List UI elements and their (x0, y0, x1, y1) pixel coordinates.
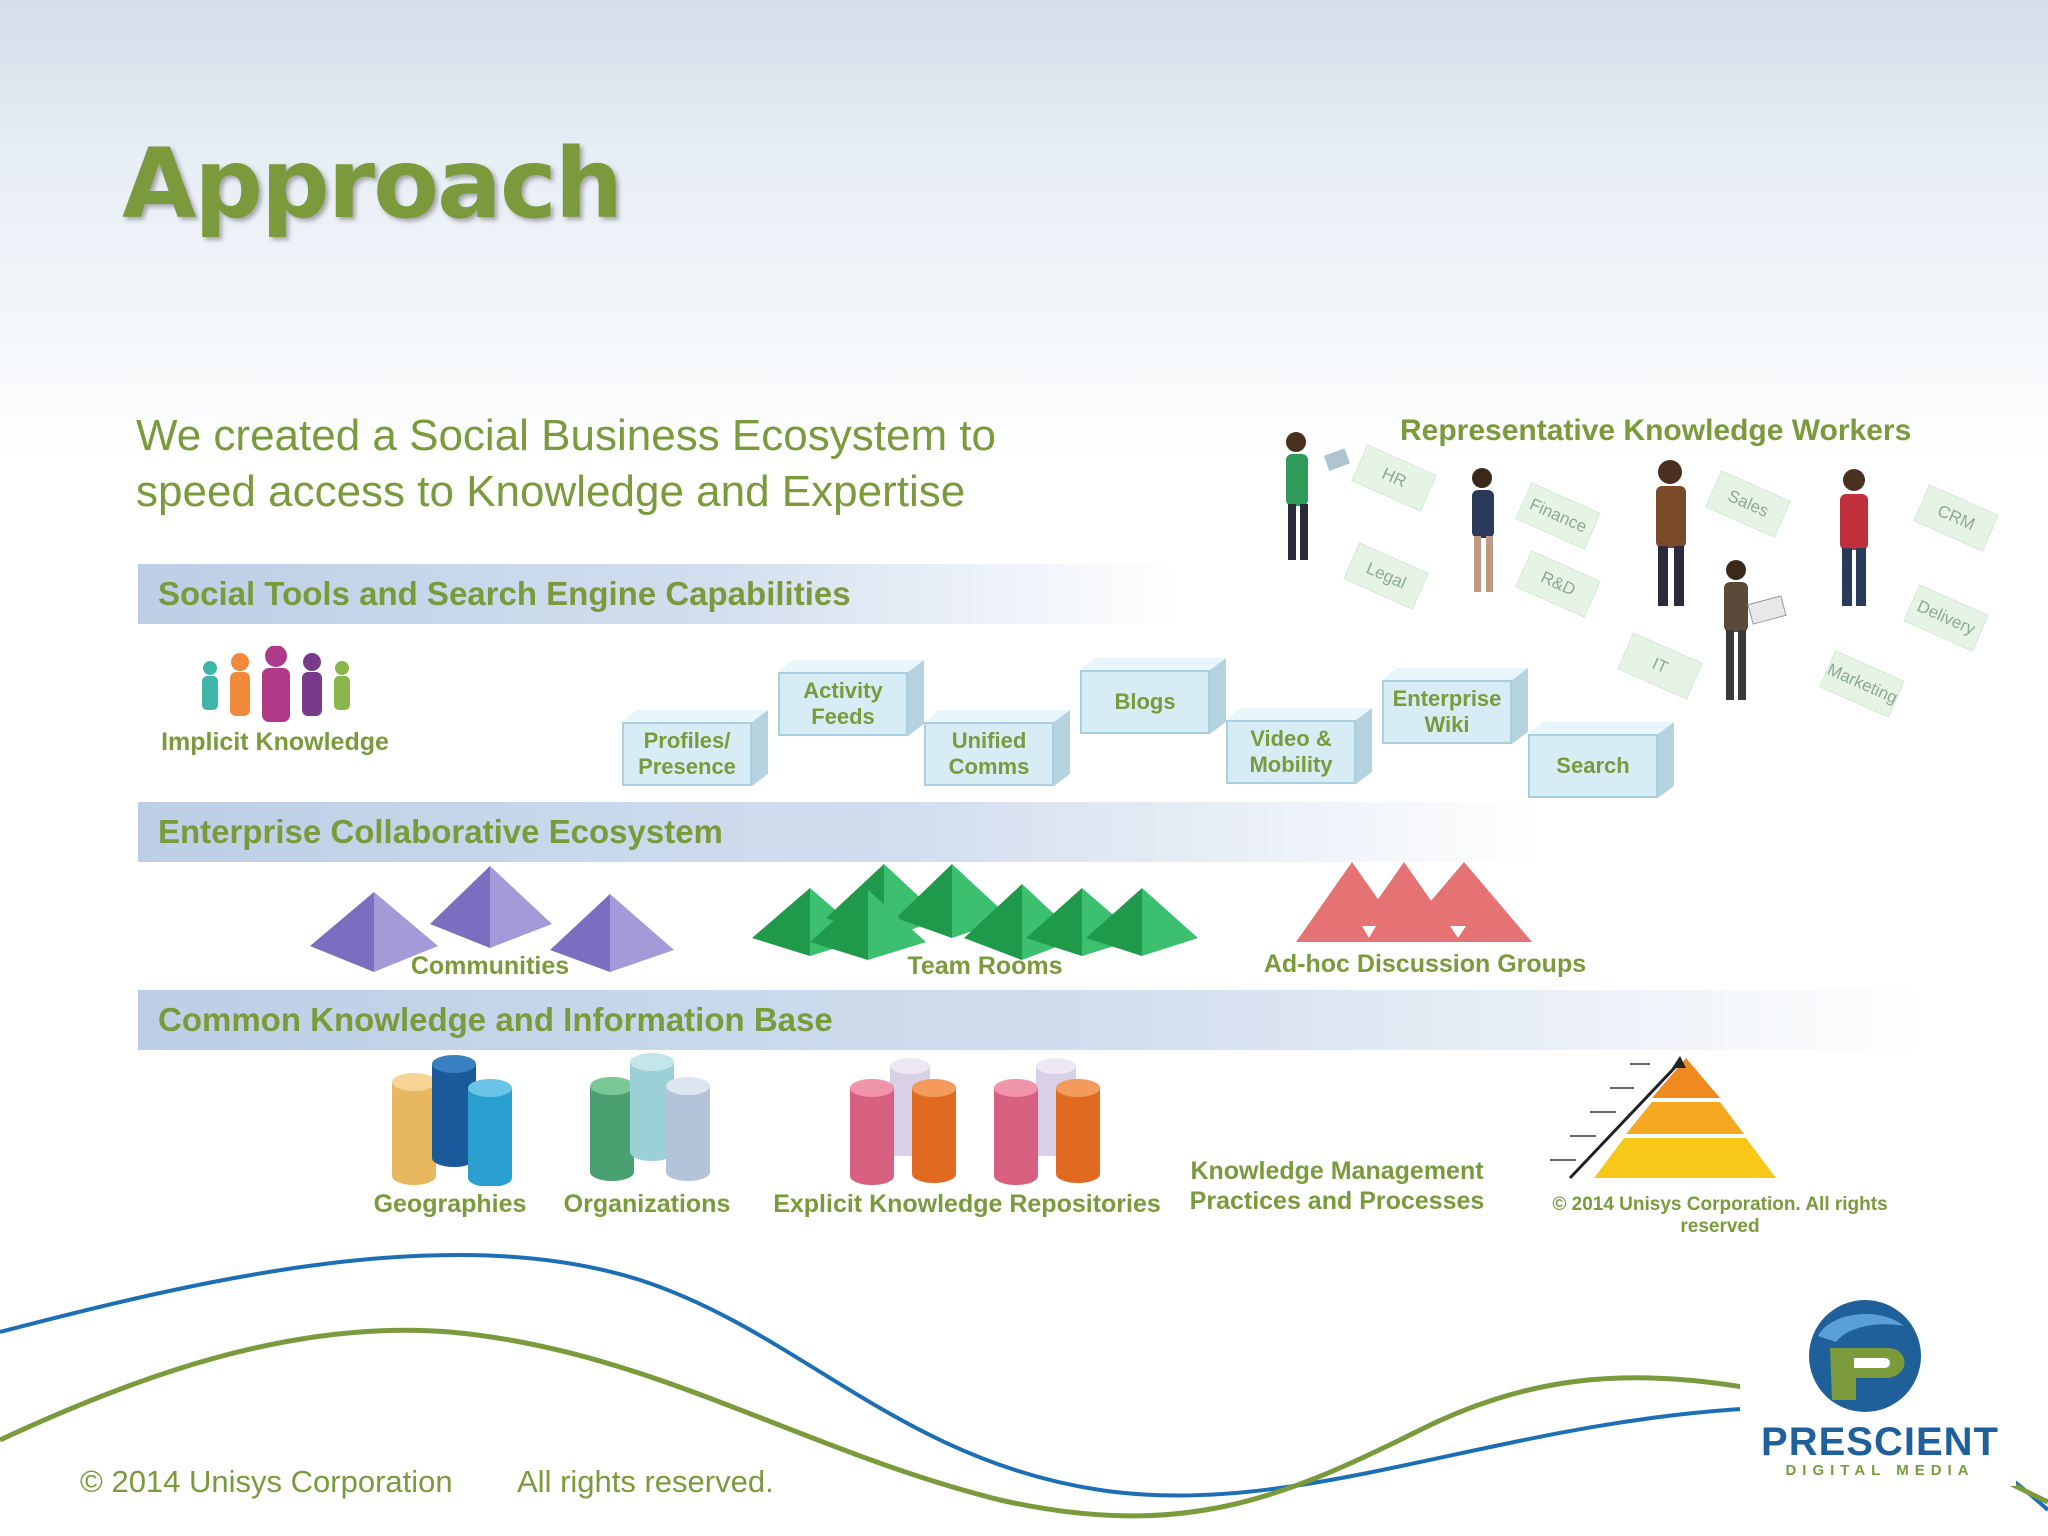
band-social-tools-label: Social Tools and Search Engine Capabilit… (158, 575, 851, 612)
slide-title: Approach (122, 128, 623, 240)
organizations-cylinders-icon (590, 1053, 710, 1181)
worker-figure (1840, 469, 1868, 606)
worker-figure (1286, 432, 1351, 560)
km-practices-label: Knowledge Management Practices and Proce… (1172, 1156, 1502, 1216)
worker-figure (1656, 460, 1686, 606)
team-rooms-pyramids-icon (752, 864, 1198, 960)
band-social-tools: Social Tools and Search Engine Capabilit… (138, 564, 1178, 624)
tool-label: Mobility (1249, 752, 1333, 777)
logo-name: PRESCIENT (1761, 1420, 1999, 1464)
footer-copyright: © 2014 Unisys Corporation (80, 1464, 453, 1499)
tool-label: Presence (638, 754, 736, 779)
band-knowledge-base: Common Knowledge and Information Base (138, 990, 1930, 1050)
geographies-label: Geographies (373, 1190, 527, 1218)
intro-line-1: We created a Social Business Ecosystem t… (136, 411, 997, 460)
band-knowledge-base-label: Common Knowledge and Information Base (158, 1001, 833, 1038)
tool-profiles-presence: Profiles/Presence (622, 710, 778, 786)
adhoc-groups-label: Ad-hoc Discussion Groups (1263, 950, 1587, 978)
tool-label: Video & (1250, 726, 1332, 751)
band-collaborative: Enterprise Collaborative Ecosystem (138, 802, 1546, 862)
geographies-cylinders-icon (392, 1055, 512, 1186)
tool-label: Enterprise (1392, 686, 1502, 711)
tool-label: Search (1556, 753, 1630, 778)
km-line-2: Practices and Processes (1189, 1187, 1485, 1215)
team-rooms-label: Team Rooms (907, 952, 1063, 980)
knowledge-pyramid-icon (1550, 1056, 1776, 1180)
adhoc-groups-icon (1296, 862, 1532, 942)
tool-label: Feeds (811, 704, 875, 729)
band-collaborative-label: Enterprise Collaborative Ecosystem (158, 813, 723, 850)
knowledge-workers-illustration (1286, 432, 1868, 700)
tool-video-mobility: Video &Mobility (1226, 708, 1382, 784)
intro-text: We created a Social Business Ecosystem t… (136, 408, 1116, 520)
tool-label: Unified (951, 728, 1027, 753)
logo-subtitle: DIGITAL MEDIA (1785, 1462, 1975, 1479)
pyramid-copyright: © 2014 Unisys Corporation. All rights re… (1530, 1194, 1910, 1238)
communities-pyramids-icon (310, 866, 674, 972)
workers-heading: Representative Knowledge Workers (1400, 414, 1912, 447)
pyramid-copyright-line-1: © 2014 Unisys Corporation. All rights (1552, 1194, 1888, 1215)
tool-search: Search (1528, 722, 1684, 798)
tool-label: Comms (948, 754, 1030, 779)
tool-label: Activity (803, 678, 883, 703)
explicit-repositories-cylinders-icon (850, 1058, 1100, 1185)
worker-figure (1472, 468, 1494, 592)
tool-blogs: Blogs (1080, 658, 1236, 734)
communities-label: Communities (410, 952, 570, 980)
footer-rights: All rights reserved. (517, 1464, 774, 1499)
km-line-1: Knowledge Management (1190, 1157, 1484, 1185)
worker-figure (1724, 560, 1787, 700)
prescient-logo-icon (1809, 1300, 1921, 1412)
implicit-knowledge-people-icon (202, 646, 350, 722)
dept-tag: Delivery (1903, 584, 1989, 652)
tool-label: Blogs (1114, 689, 1176, 714)
pyramid-copyright-line-2: reserved (1680, 1216, 1760, 1237)
explicit-repositories-label: Explicit Knowledge Repositories (773, 1190, 1161, 1218)
dept-tag: CRM (1913, 484, 1999, 552)
implicit-knowledge-label: Implicit Knowledge (161, 728, 389, 756)
tool-label: Wiki (1424, 712, 1470, 737)
tool-label: Profiles/ (643, 728, 731, 753)
intro-line-2: speed access to Knowledge and Expertise (136, 467, 966, 516)
organizations-label: Organizations (563, 1190, 731, 1218)
